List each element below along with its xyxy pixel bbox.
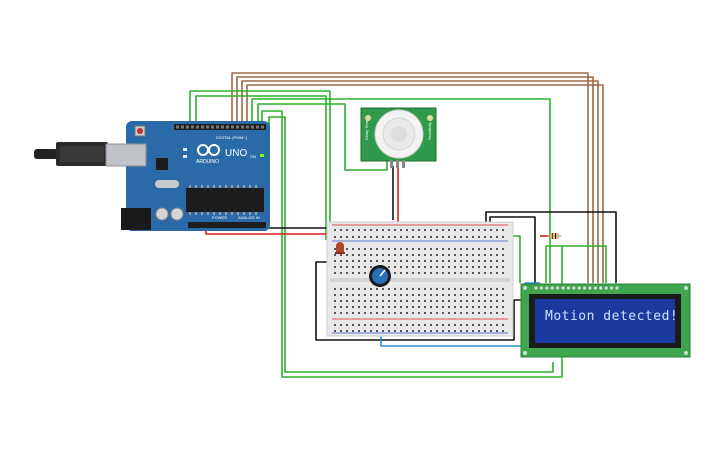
capacitor [170,207,184,221]
lcd-display[interactable]: Motion detected! [520,283,691,358]
rx-led [183,155,187,158]
resistor-body [550,233,559,239]
black-wire[interactable] [489,216,536,283]
pir-delay-pot[interactable] [365,115,371,121]
usb-connector [105,143,147,167]
power-analog-header [188,222,266,228]
breadboard-holes [334,229,504,332]
brown-wire[interactable] [231,72,589,283]
pir-delay-label: Delay Time [364,119,369,140]
lcd-pin-header [534,286,619,290]
usb-chip [156,158,168,170]
on-led-label: ON [250,154,256,159]
tx-led [183,148,187,151]
potentiometer[interactable] [369,265,391,287]
pir-pin [402,160,405,168]
analog-header-label: ANALOG IN [238,215,260,220]
crystal [155,180,179,188]
pir-pin [390,160,393,168]
pir-sensor[interactable]: Delay Time Sensitivity [360,107,437,168]
arduino-brand-label: ARDUINO [196,159,219,165]
black-wire[interactable] [315,261,527,341]
digital-header-label: DIGITAL (PWM~) [216,135,248,140]
atmega-chip [186,188,264,212]
green-wire[interactable] [257,103,388,171]
lcd-screen [535,299,675,343]
pir-sensitivity-label: Sensitivity [427,122,432,140]
led-body [336,242,344,252]
pir-pin [396,160,399,168]
arduino-uno-board[interactable]: DIGITAL (PWM~) POWER ANALOG IN ARDUINO U… [34,121,270,231]
arduino-logo [197,144,220,156]
green-wire[interactable] [195,95,327,240]
brown-wire-bundle [231,72,604,283]
power-jack [121,208,151,230]
resistor[interactable] [547,233,562,239]
pir-sensitivity-pot[interactable] [427,115,433,121]
usb-cable [34,149,58,159]
brown-wire[interactable] [241,80,599,283]
brown-wire[interactable] [246,84,604,283]
green-wire[interactable] [562,245,607,283]
capacitor [155,207,169,221]
lcd-text: Motion detected! [545,309,678,324]
arduino-model-label: UNO [225,148,247,159]
led[interactable] [335,242,345,254]
breadboard[interactable] [326,221,514,337]
green-wire[interactable] [251,98,551,283]
digital-header [174,124,266,130]
brown-wire[interactable] [236,76,594,283]
power-header-label: POWER [212,215,227,220]
green-wire[interactable] [268,116,554,373]
green-wire[interactable] [261,110,563,378]
center-channel [330,278,510,282]
black-wire[interactable] [485,211,617,283]
on-led [260,154,264,157]
